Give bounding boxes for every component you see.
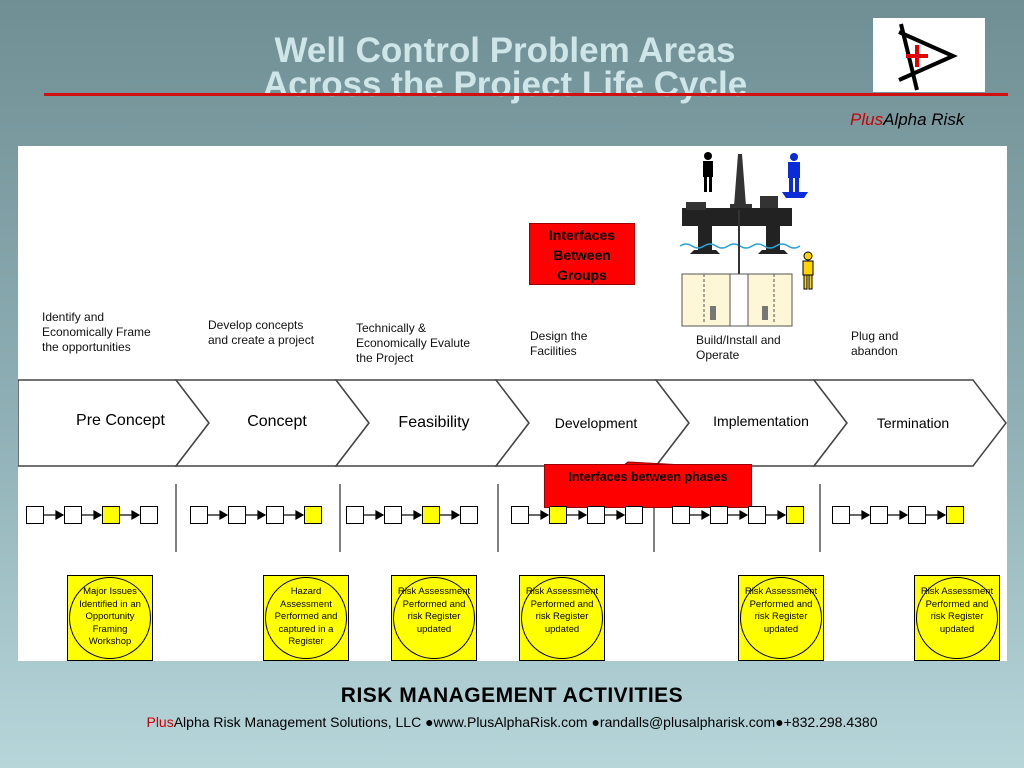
gate-box	[384, 506, 402, 524]
stage-label-concept: Concept	[247, 413, 307, 430]
gate-box-highlighted	[304, 506, 322, 524]
gate-box	[908, 506, 926, 524]
gate-arrow-head	[777, 509, 787, 521]
stage-desc-feasibility: Technically & Economically Evalute the P…	[356, 321, 471, 365]
interfaces-between-groups-callout: Interfaces Between Groups	[529, 223, 635, 285]
footer-contact: PlusAlpha Risk Management Solutions, LLC…	[0, 714, 1024, 730]
lifecycle-diagram: Identify and Economically Frame the oppo…	[18, 146, 1007, 661]
footer-alpha: Alpha Risk	[173, 714, 241, 730]
interfaces-between-phases-callout: Interfaces between phases	[544, 464, 752, 508]
stage-label-development: Development	[554, 415, 638, 431]
stage-desc-development: Design the Facilities	[530, 329, 588, 358]
stage-label-pre-concept: Pre Concept	[76, 412, 165, 429]
gate-box	[870, 506, 888, 524]
gate-box	[190, 506, 208, 524]
gate-box	[748, 506, 766, 524]
stage-label-implementation: Implementation	[713, 413, 809, 429]
gate-arrow-head	[899, 509, 909, 521]
chevron-termination	[812, 379, 1007, 467]
gate-arrow-head	[451, 509, 461, 521]
stage-desc-pre-concept: Identify and Economically Frame the oppo…	[42, 310, 151, 354]
activity-circle	[265, 577, 347, 659]
gate-box	[587, 506, 605, 524]
activity-card: Risk Assessment Performed and risk Regis…	[519, 575, 605, 661]
person-blue-icon	[782, 153, 808, 198]
person-black-icon	[703, 152, 713, 192]
gate-arrow-head	[55, 509, 65, 521]
gate-arrow-head	[257, 509, 267, 521]
gate-arrow-head	[616, 509, 626, 521]
gate-box-highlighted	[549, 506, 567, 524]
gate-arrow-head	[701, 509, 711, 521]
activity-card: Major Issues Identified in an Opportunit…	[67, 575, 153, 661]
footer-details: Management Solutions, LLC ●www.PlusAlpha…	[240, 714, 878, 730]
gate-arrow-head	[739, 509, 749, 521]
offshore-rig-icon	[679, 154, 801, 327]
gate-box-highlighted	[102, 506, 120, 524]
gate-arrow-head	[937, 509, 947, 521]
stage-label-termination: Termination	[876, 415, 950, 431]
activity-card: Hazard Assessment Performed and captured…	[263, 575, 349, 661]
diagram-graphics	[18, 152, 1007, 552]
gate-box	[266, 506, 284, 524]
activity-text: Risk Assessment Performed and risk Regis…	[525, 586, 599, 635]
person-yellow-icon	[802, 251, 814, 290]
footer-title: RISK MANAGEMENT ACTIVITIES	[340, 684, 684, 707]
stage-desc-implementation: Build/Install and Operate	[696, 333, 781, 362]
gate-arrow-head	[131, 509, 141, 521]
gate-box	[625, 506, 643, 524]
activity-circle	[521, 577, 603, 659]
gate-arrow-head	[861, 509, 871, 521]
gate-box	[511, 506, 529, 524]
activity-circle	[69, 577, 151, 659]
gate-box	[672, 506, 690, 524]
gate-box	[710, 506, 728, 524]
title-line-2: Across the Project Life Cycle	[262, 65, 748, 104]
gate-box	[346, 506, 364, 524]
activity-card: Risk Assessment Performed and risk Regis…	[391, 575, 477, 661]
stage-desc-termination: Plug and abandon	[851, 329, 899, 358]
company-logo	[873, 18, 985, 92]
activity-card: Risk Assessment Performed and risk Regis…	[914, 575, 1000, 661]
gate-box	[140, 506, 158, 524]
activity-circle	[740, 577, 822, 659]
gate-arrow-head	[219, 509, 229, 521]
gate-box-highlighted	[422, 506, 440, 524]
plus-alpha-logo-icon	[898, 23, 958, 91]
gate-box	[460, 506, 478, 524]
brand-plus: Plus	[850, 110, 884, 129]
footer-plus: Plus	[146, 714, 174, 730]
gate-box	[64, 506, 82, 524]
activity-text: Risk Assessment Performed and risk Regis…	[744, 586, 818, 635]
brand-name: PlusAlpha Risk	[850, 110, 964, 130]
activity-text: Hazard Assessment Performed and captured…	[274, 586, 338, 647]
gate-arrow-head	[295, 509, 305, 521]
gate-arrow-head	[413, 509, 423, 521]
stage-desc-concept: Develop concepts and create a project	[208, 318, 315, 347]
gate-box	[832, 506, 850, 524]
activity-text: Risk Assessment Performed and risk Regis…	[920, 586, 994, 635]
gate-box	[228, 506, 246, 524]
gate-arrow-head	[540, 509, 550, 521]
activity-circle	[916, 577, 998, 659]
gate-box	[26, 506, 44, 524]
title-divider	[44, 93, 1008, 96]
gate-arrow-head	[578, 509, 588, 521]
gate-box-highlighted	[786, 506, 804, 524]
activity-card: Risk Assessment Performed and risk Regis…	[738, 575, 824, 661]
stage-label-feasibility: Feasibility	[398, 414, 470, 431]
title-line-1: Well Control Problem Areas	[274, 31, 736, 70]
activity-text: Risk Assessment Performed and risk Regis…	[397, 586, 471, 635]
page-title: Well Control Problem Areas Across the Pr…	[200, 31, 810, 104]
gate-arrow-head	[93, 509, 103, 521]
gate-box-highlighted	[946, 506, 964, 524]
brand-rest: Alpha Risk	[883, 110, 965, 129]
activity-circle	[393, 577, 475, 659]
gate-arrow-head	[375, 509, 385, 521]
activity-text: Major Issues Identified in an Opportunit…	[79, 586, 141, 647]
